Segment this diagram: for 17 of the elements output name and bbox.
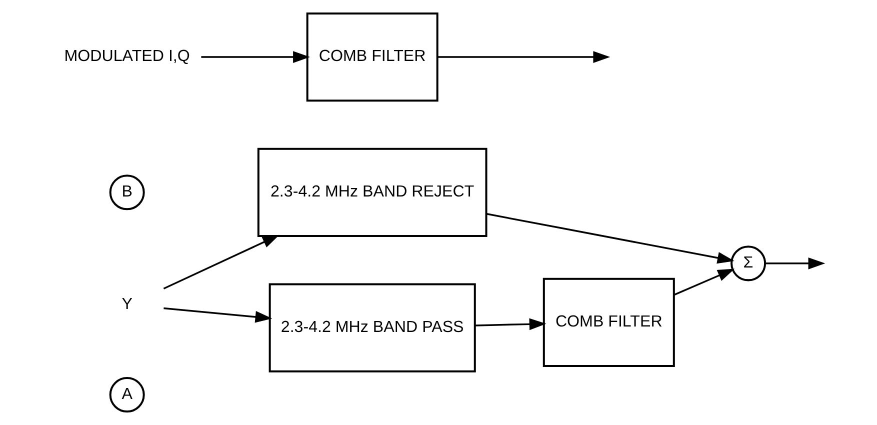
node-box: 2.3-4.2 MHz BAND PASS [268, 283, 476, 372]
node-circle: B [109, 174, 145, 210]
node-text: Y [122, 295, 132, 314]
arrow [163, 234, 280, 290]
arrow [765, 258, 826, 270]
node-circle: A [109, 377, 145, 413]
node-circle: Σ [730, 246, 766, 282]
arrow [164, 307, 272, 323]
arrow [438, 51, 610, 63]
node-box: COMB FILTER [306, 12, 438, 102]
node-box: COMB FILTER [542, 278, 675, 367]
arrow [486, 213, 734, 264]
arrow [674, 268, 735, 296]
arrow [474, 318, 546, 330]
node-box: 2.3-4.2 MHz BAND REJECT [257, 148, 488, 237]
node-text: MODULATED I,Q [64, 47, 190, 66]
arrow [201, 51, 310, 63]
